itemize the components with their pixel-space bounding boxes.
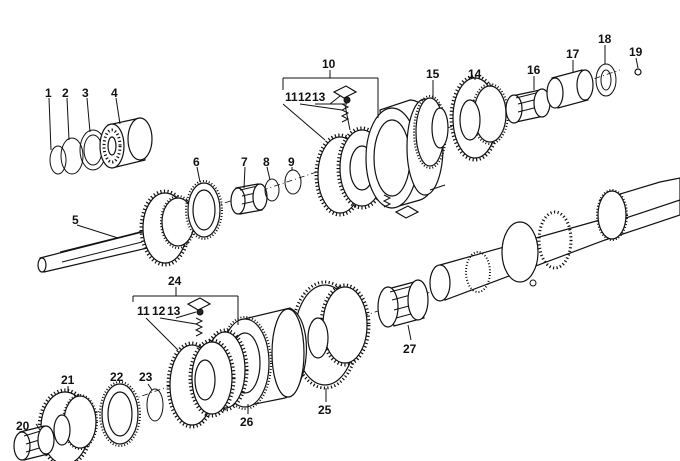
label-part-3: 3 [82, 86, 89, 100]
part-7-needle-bearing [230, 183, 268, 215]
part-6-synchro-ring [185, 180, 223, 240]
part-8-washer [264, 178, 280, 202]
label-part-6: 6 [193, 155, 200, 169]
part-2-ring [60, 137, 84, 175]
label-part-7: 7 [241, 155, 248, 169]
part-24-synchro-hub [166, 297, 236, 429]
label-part-1: 1 [45, 86, 52, 100]
label-part-25: 25 [318, 403, 332, 417]
label-part-15: 15 [426, 67, 440, 81]
label-part-20: 20 [16, 419, 30, 433]
label-part-8: 8 [263, 155, 270, 169]
label-part-12-upper: 12 [298, 90, 312, 104]
main-output-shaft [429, 177, 680, 302]
part-1-circlip [49, 145, 67, 175]
part-17-sleeve [546, 69, 594, 109]
label-part-4: 4 [111, 86, 118, 100]
label-part-18: 18 [598, 32, 612, 46]
label-part-2: 2 [62, 86, 69, 100]
part-15-gear [413, 95, 449, 169]
part-19-ball [634, 68, 642, 76]
part-22-synchro-ring [99, 381, 141, 447]
part-labels: 1 2 3 4 5 6 7 8 9 10 11 12 13 14 15 16 1… [16, 32, 643, 433]
part-9-ring [284, 169, 302, 195]
label-part-12-lower: 12 [152, 304, 166, 318]
label-part-13-lower: 13 [167, 304, 181, 318]
label-part-26: 26 [240, 415, 254, 429]
label-part-11-upper: 11 [285, 90, 298, 104]
part-20-needle-bearing [13, 425, 55, 461]
part-14-gear [449, 74, 509, 162]
label-part-27: 27 [403, 342, 417, 356]
label-part-16: 16 [527, 63, 541, 77]
label-part-21: 21 [61, 373, 75, 387]
part-18-lock-washer [595, 63, 617, 97]
part-4-ball-bearing [99, 117, 153, 169]
label-part-9: 9 [288, 155, 295, 169]
label-part-17: 17 [566, 47, 580, 61]
label-part-23: 23 [139, 370, 153, 384]
label-part-13-upper: 13 [312, 90, 326, 104]
label-part-14: 14 [468, 67, 482, 81]
part-23-circlip [146, 388, 164, 422]
label-part-10: 10 [322, 57, 336, 71]
part-27-needle-bearing [377, 279, 429, 328]
label-part-22: 22 [110, 370, 124, 384]
label-part-24: 24 [168, 274, 182, 288]
leader-lines [35, 45, 639, 431]
part-26-synchro-sleeve [201, 307, 307, 412]
part-25-gear [290, 280, 371, 390]
part-16-needle-bearing [505, 88, 551, 124]
part-5-input-shaft [37, 189, 196, 273]
label-part-11-lower: 11 [137, 304, 150, 318]
label-part-19: 19 [629, 45, 643, 59]
label-part-5: 5 [72, 213, 79, 227]
